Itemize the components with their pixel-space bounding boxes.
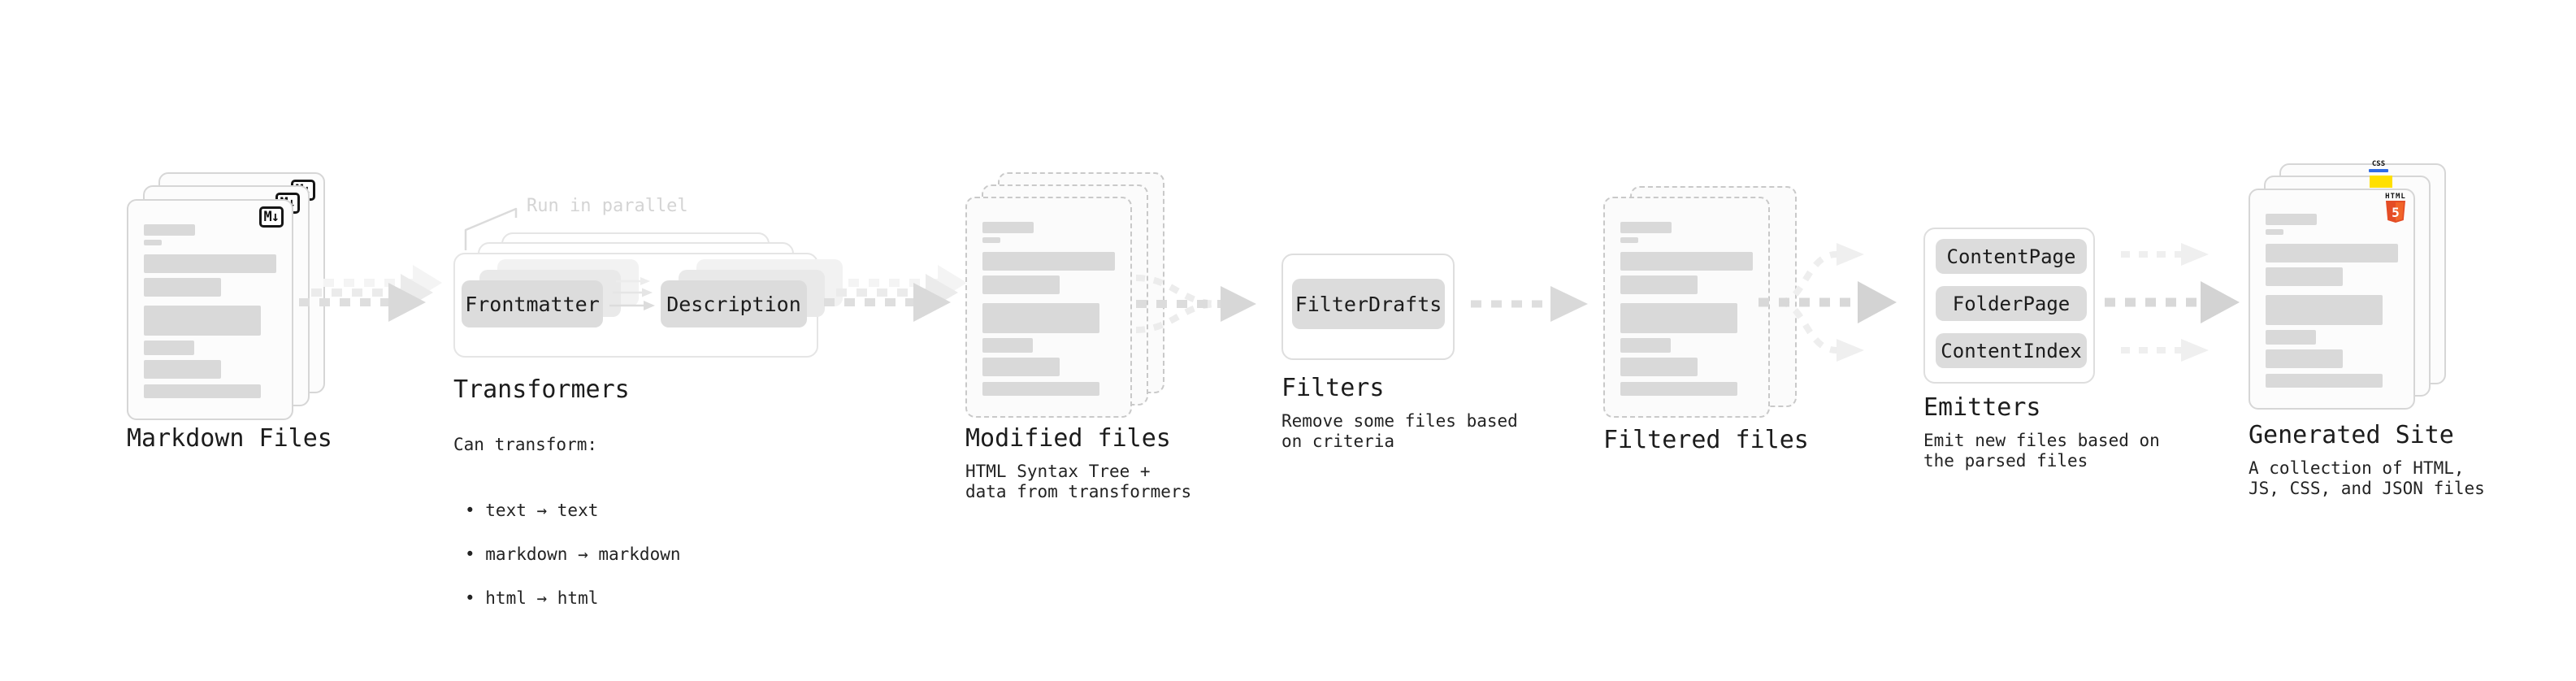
placeholder-bar xyxy=(144,340,194,355)
flow-arrow-modified-to-filters xyxy=(1135,275,1256,333)
placeholder-bar xyxy=(1620,222,1672,233)
flow-arrow-filtered-to-emitters xyxy=(1759,243,1897,362)
doc-content-placeholder xyxy=(2266,214,2398,388)
css-icon-underline xyxy=(2369,169,2388,172)
emitter-pill-contentindex: ContentIndex xyxy=(1936,333,2087,368)
placeholder-bar xyxy=(2266,267,2343,286)
annotation-run-in-parallel: Run in parallel xyxy=(527,196,688,216)
placeholder-bar xyxy=(982,237,1000,243)
placeholder-bar xyxy=(2266,374,2383,388)
node-desc-filters: Remove some files based on criteria xyxy=(1281,411,1518,451)
placeholder-bar xyxy=(144,384,261,398)
emitter-pill-folderpage: FolderPage xyxy=(1936,286,2087,321)
placeholder-bar xyxy=(1620,303,1737,333)
file-card xyxy=(2249,189,2415,410)
desc-bullets: • text → text • markdown → markdown • ht… xyxy=(453,478,681,631)
node-title-filtered-files: Filtered files xyxy=(1603,426,1809,454)
html5-icon: HTML 5 xyxy=(2378,193,2413,227)
bullet-item: • markdown → markdown xyxy=(465,544,681,564)
node-desc-emitters: Emit new files based on the parsed files xyxy=(1923,431,2160,471)
placeholder-bar xyxy=(982,275,1060,294)
css-icon: CSS xyxy=(2366,160,2392,172)
placeholder-bar xyxy=(982,222,1034,233)
node-desc-modified-files: HTML Syntax Tree + data from transformer… xyxy=(965,462,1192,501)
placeholder-bar xyxy=(144,360,221,379)
placeholder-bar xyxy=(144,224,195,236)
doc-content-placeholder xyxy=(982,222,1115,396)
emitters-group: ContentPage FolderPage ContentIndex xyxy=(1923,228,2095,384)
transformer-pill-description: Description xyxy=(661,280,807,327)
placeholder-bar xyxy=(144,278,221,297)
node-title-modified-files: Modified files xyxy=(965,424,1171,453)
file-card xyxy=(965,197,1132,418)
file-card: M↓ xyxy=(127,199,293,420)
html5-icon-word: HTML xyxy=(2385,193,2406,201)
placeholder-bar xyxy=(2266,330,2316,345)
transformer-pill-frontmatter: Frontmatter xyxy=(462,280,603,327)
flow-arrow-markdown-to-transformers xyxy=(299,265,442,322)
node-desc-transformers: Can transform: • text → text • markdown … xyxy=(453,412,681,653)
placeholder-bar xyxy=(144,240,162,245)
bullet-item: • html → html xyxy=(465,588,599,608)
placeholder-bar xyxy=(144,306,261,336)
filter-pill-filterdrafts: FilterDrafts xyxy=(1292,279,1445,329)
emitter-pill-contentpage: ContentPage xyxy=(1936,239,2087,274)
placeholder-bar xyxy=(982,358,1060,376)
markdown-icon: M↓ xyxy=(258,206,284,228)
node-title-filters: Filters xyxy=(1281,374,1385,402)
doc-content-placeholder xyxy=(1620,222,1753,396)
node-title-transformers: Transformers xyxy=(453,375,630,404)
node-desc-generated-site: A collection of HTML, JS, CSS, and JSON … xyxy=(2249,458,2485,498)
placeholder-bar xyxy=(1620,275,1698,294)
placeholder-bar xyxy=(1620,252,1753,271)
html5-icon-shield: 5 xyxy=(2386,201,2405,223)
file-card xyxy=(1603,197,1770,418)
placeholder-bar xyxy=(982,382,1099,396)
flow-arrow-filters-to-filtered xyxy=(1471,286,1588,322)
node-title-markdown-files: Markdown Files xyxy=(127,424,332,453)
js-icon xyxy=(2370,176,2392,188)
placeholder-bar xyxy=(2266,214,2317,225)
node-title-generated-site: Generated Site xyxy=(2249,421,2454,449)
placeholder-bar xyxy=(1620,382,1737,396)
flow-arrow-transformers-to-modified xyxy=(824,265,967,322)
parallel-transform-arrows xyxy=(609,277,655,310)
html5-icon-five: 5 xyxy=(2392,205,2400,220)
node-title-emitters: Emitters xyxy=(1923,393,2041,422)
placeholder-bar xyxy=(2266,229,2283,235)
placeholder-bar xyxy=(982,303,1099,333)
placeholder-bar xyxy=(2266,244,2398,262)
placeholder-bar xyxy=(2266,295,2383,325)
placeholder-bar xyxy=(2266,349,2343,368)
css-icon-label: CSS xyxy=(2371,160,2386,168)
placeholder-bar xyxy=(1620,338,1671,353)
bullet-item: • text → text xyxy=(465,501,599,520)
placeholder-bar xyxy=(1620,237,1638,243)
placeholder-bar xyxy=(144,254,276,273)
placeholder-bar xyxy=(982,338,1033,353)
placeholder-bar xyxy=(982,252,1115,271)
flow-arrow-emitters-to-generated xyxy=(2105,243,2240,362)
doc-content-placeholder xyxy=(144,224,276,398)
annotation-connector-line xyxy=(464,207,518,250)
placeholder-bar xyxy=(1620,358,1698,376)
desc-heading: Can transform: xyxy=(453,435,598,454)
